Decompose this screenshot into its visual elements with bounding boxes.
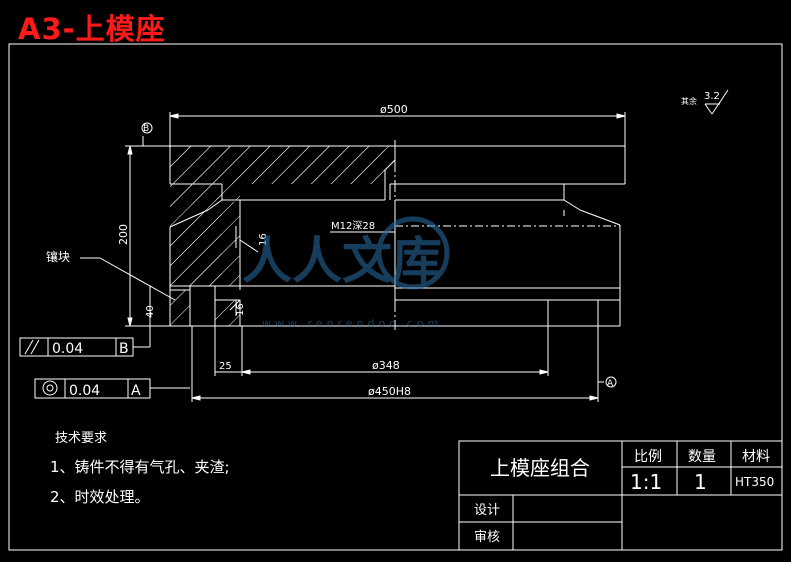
title-block-material-header: 材料 [742, 449, 770, 465]
notes-item-1: 1、铸件不得有气孔、夹渣; [50, 458, 230, 476]
title-block-scale: 1:1 [630, 470, 662, 494]
title-block-scale-header: 比例 [634, 449, 662, 465]
dim-bore: ø348 [372, 359, 400, 372]
dimension-texts: ø500 200 M12深28 16 40 16 ø348 25 ø450H8 … [46, 103, 614, 398]
sheet-title: A3-上模座 [18, 12, 166, 46]
title-block-design: 设计 [474, 503, 500, 518]
title-block-qty-header: 数量 [688, 449, 716, 465]
parallelism-frame [19, 337, 134, 357]
concentricity-frame [34, 378, 151, 399]
dimension-lines [80, 112, 626, 402]
part-section [169, 140, 626, 330]
notes-heading: 技术要求 [55, 431, 107, 446]
parallelism-value: 0.04 [52, 341, 83, 357]
notes-item-2: 2、时效处理。 [50, 488, 150, 506]
dim-top-diameter: ø500 [380, 103, 408, 116]
parallelism-icon [24, 339, 34, 355]
watermark-text: 人人文库 [242, 232, 442, 290]
title-block-review: 审核 [474, 530, 500, 545]
dim-tap-note: M12深28 [331, 220, 375, 232]
dim-depth-16: 16 [258, 233, 269, 246]
concentricity-datum: A [131, 383, 141, 399]
watermark: 人人文库 www.renrendoc.com [242, 216, 450, 330]
title-block-name: 上模座组合 [490, 456, 590, 480]
concentricity-value: 0.04 [69, 383, 100, 399]
title-block [458, 440, 783, 551]
roughness-prefix: 其余 [681, 96, 697, 106]
title-block-material: HT350 [735, 475, 774, 489]
roughness-value: 3.2 [704, 91, 720, 102]
watermark-url: www.renrendoc.com [262, 317, 442, 330]
label-insert: 镶块 [46, 249, 70, 264]
sheet-border [8, 43, 783, 551]
datum-b-label: B [143, 124, 149, 134]
dim-offset: 25 [219, 361, 232, 372]
dim-height: 200 [117, 224, 130, 245]
dim-depth-16b: 16 [235, 303, 246, 316]
dim-depth-40: 40 [145, 305, 156, 318]
parallelism-datum: B [119, 341, 129, 357]
roughness-symbol [704, 89, 729, 115]
datum-a-label: A [607, 379, 614, 389]
concentricity-icon [42, 380, 58, 396]
title-block-qty: 1 [694, 470, 707, 494]
dim-outer-fit: ø450H8 [368, 385, 411, 398]
